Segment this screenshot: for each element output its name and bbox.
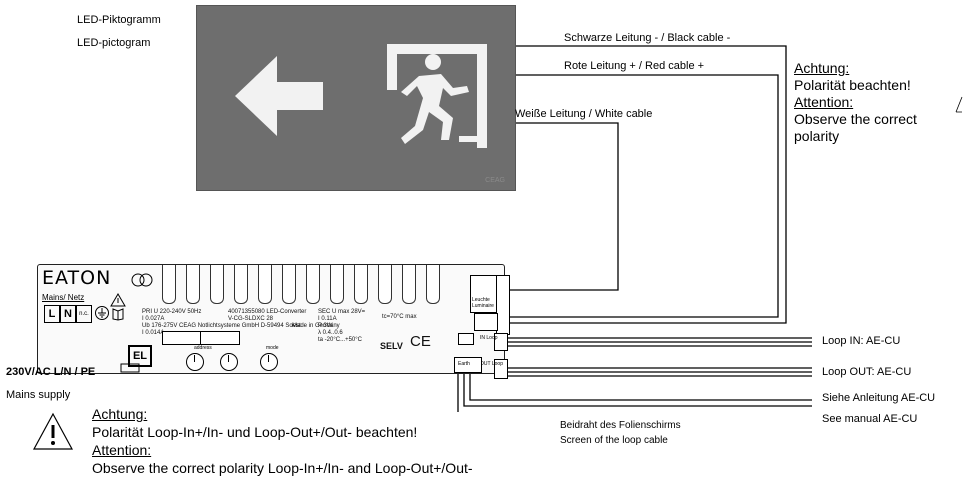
mains-label: Mains/ Netz xyxy=(42,293,85,302)
loop-heading-de: Achtung: xyxy=(92,406,148,422)
black-cable-label: Schwarze Leitung - / Black cable - xyxy=(564,32,731,44)
label-block xyxy=(162,331,202,345)
warning-triangle-icon xyxy=(32,412,74,450)
loop-in-label-right: Loop IN: AE-CU xyxy=(822,335,901,347)
luminaire-label: Leuchte Luminaire xyxy=(472,297,494,309)
polarity-heading-de: Achtung: xyxy=(794,60,850,76)
spec-pri-3: Ub 176-275V CEAG Notlichtsysteme GmbH D-… xyxy=(142,323,301,329)
see-label: See manual AE-CU xyxy=(822,413,918,425)
polarity-text-en-2: polarity xyxy=(794,128,840,144)
eaton-logo: EATON xyxy=(42,267,112,289)
transformer-icon xyxy=(131,273,153,287)
spec-model-3: Made in Germany xyxy=(292,323,340,329)
loop-heading-en: Attention: xyxy=(92,442,152,458)
cross-terminal xyxy=(474,313,498,331)
earth-terminal xyxy=(454,357,482,373)
spec-pri-4: I 0.014A xyxy=(142,330,165,336)
tc-label: tc=70°C max xyxy=(382,314,417,320)
spec-sec-4: λ 0.4..0.6 xyxy=(318,330,343,336)
luminaire-terminal xyxy=(470,275,498,313)
loop-text-de: Polarität Loop-In+/In- und Loop-Out+/Out… xyxy=(92,424,418,440)
label-block xyxy=(200,331,240,345)
connector-icon xyxy=(120,363,140,373)
red-cable-label: Rote Leitung + / Red cable + xyxy=(564,60,705,72)
loop-out-terminal xyxy=(494,359,508,379)
address-dial[interactable] xyxy=(186,353,204,371)
bracket-mark xyxy=(955,96,963,113)
ground-icon xyxy=(95,306,109,320)
terminal-nc: n.c. xyxy=(76,305,92,323)
polarity-heading-en: Attention: xyxy=(794,94,854,110)
loop-out-label: OUT Loop xyxy=(480,361,503,367)
led-pictogram: CEAG xyxy=(196,5,516,191)
spec-pri-2: I 0.027A xyxy=(142,316,165,322)
screen-note-de: Beidraht des Folienschirms xyxy=(560,420,681,431)
polarity-text-en-1: Observe the correct xyxy=(794,111,917,127)
siehe-label: Siehe Anleitung AE-CU xyxy=(822,392,936,404)
loop-in-label: IN Loop xyxy=(480,335,498,341)
white-cable-label: Weiße Leitung / White cable xyxy=(515,108,653,120)
arrow-left-icon xyxy=(235,56,323,136)
warning-icon xyxy=(110,293,126,307)
mains-supply-spec: 230V/AC L/N / PE xyxy=(6,366,96,378)
spec-sec-2: I 0.11A xyxy=(318,316,337,322)
spec-model-1: 40071355080 LED-Converter xyxy=(228,309,307,315)
spec-model-2: V-CG-SLDXC 28 xyxy=(228,316,274,322)
white-cable-line xyxy=(508,122,619,291)
pictogram-label-de: LED-Piktogramm xyxy=(77,14,161,26)
black-cable-line xyxy=(508,45,787,324)
address-label: address xyxy=(194,345,212,351)
loop-text-en: Observe the correct polarity Loop-In+/In… xyxy=(92,460,473,476)
earth-label: Earth xyxy=(458,361,470,367)
pictogram-label-en: LED-pictogram xyxy=(77,37,151,49)
spec-sec-1: SEC U max 28V= xyxy=(318,309,366,315)
terminal-n: N xyxy=(60,305,76,323)
spec-pri-1: PRI U 220-240V 50Hz xyxy=(142,309,202,315)
ce-mark: CE xyxy=(410,333,431,350)
spec-sec-5: ta -20°C...+50°C xyxy=(318,337,362,343)
pictogram-brand: CEAG xyxy=(485,177,505,184)
output-terminal xyxy=(496,275,510,335)
mode-label: mode xyxy=(266,345,279,351)
mode-dial[interactable] xyxy=(260,353,278,371)
loop-in-switch xyxy=(458,333,474,345)
terminal-l: L xyxy=(44,305,60,323)
polarity-text-de: Polarität beachten! xyxy=(794,77,911,93)
address-dial[interactable] xyxy=(220,353,238,371)
running-man-icon xyxy=(387,44,487,148)
screen-wire xyxy=(457,374,812,412)
mains-supply-label: Mains supply xyxy=(6,389,71,401)
spec-sec-3: P 3W xyxy=(318,323,333,329)
manual-icon xyxy=(112,308,124,321)
loop-in-terminal xyxy=(494,333,508,351)
screen-note-en: Screen of the loop cable xyxy=(560,435,668,446)
loop-out-label-right: Loop OUT: AE-CU xyxy=(822,366,912,378)
led-converter: EATON Mains/ Netz L N n.c. PRI U 220-240… xyxy=(37,264,510,379)
el-mark: EL xyxy=(128,345,152,367)
red-cable-line xyxy=(508,74,779,318)
selv-mark: SELV xyxy=(380,341,403,351)
